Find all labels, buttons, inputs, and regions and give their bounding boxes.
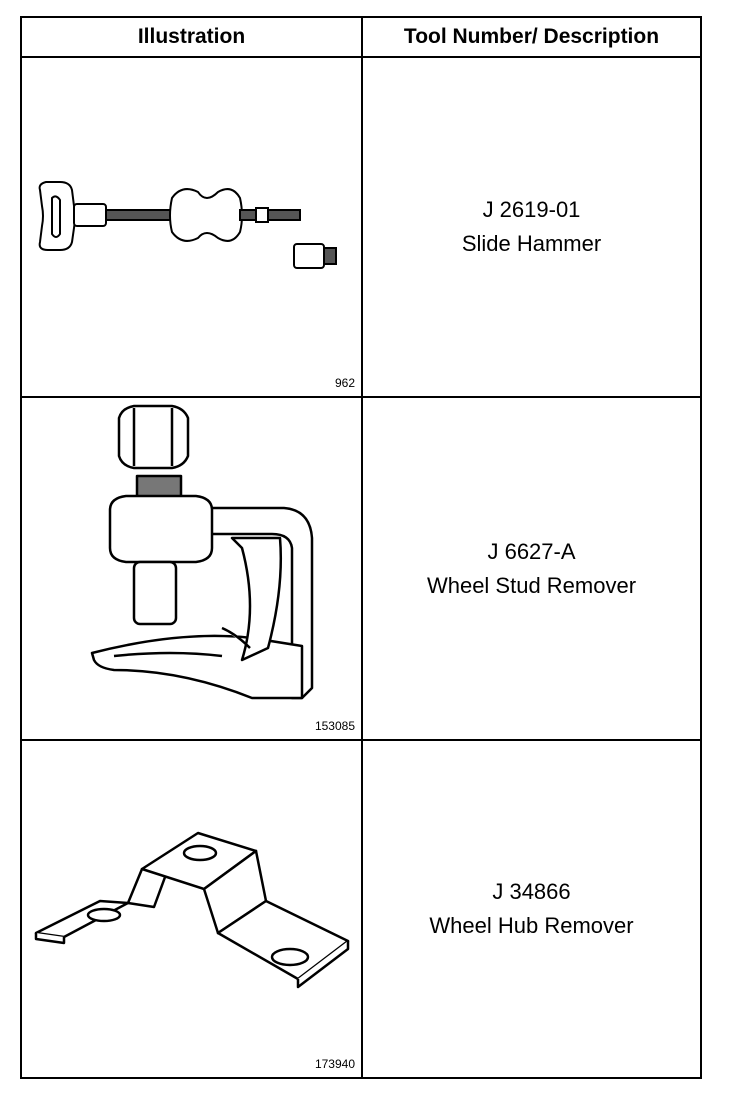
figure-number: 153085 (314, 719, 355, 733)
figure-number: 962 (334, 376, 355, 390)
illustration-cell: 153085 (22, 398, 361, 739)
tool-description-cell: J 2619-01 Slide Hammer (363, 58, 700, 396)
table-row: 153085 J 6627-A Wheel Stud Remover (22, 398, 700, 741)
column-divider (361, 18, 363, 1077)
special-tools-table: Illustration Tool Number/ Description (20, 16, 702, 1079)
tool-description-cell: J 6627-A Wheel Stud Remover (363, 398, 700, 739)
tool-description: Slide Hammer (461, 231, 602, 256)
table-row: 173940 J 34866 Wheel Hub Remover (22, 741, 700, 1077)
table-row: 962 J 2619-01 Slide Hammer (22, 58, 700, 398)
tool-description: Wheel Stud Remover (426, 572, 637, 598)
tool-number: J 34866 (492, 879, 571, 904)
tool-number: J 6627-A (487, 538, 576, 564)
illustration-cell: 962 (22, 58, 361, 396)
figure-number: 173940 (314, 1057, 355, 1071)
tool-description-cell: J 34866 Wheel Hub Remover (363, 741, 700, 1077)
tool-description: Wheel Hub Remover (429, 913, 634, 938)
illustration-cell: 173940 (22, 741, 361, 1077)
tool-number: J 2619-01 (482, 197, 581, 222)
illustration-column-header: Illustration (137, 25, 246, 48)
wheel-hub-remover-icon (34, 831, 350, 989)
wheel-stud-remover-icon (90, 404, 314, 700)
tool-column-header: Tool Number/ Description (403, 25, 660, 48)
slide-hammer-icon (38, 181, 337, 269)
